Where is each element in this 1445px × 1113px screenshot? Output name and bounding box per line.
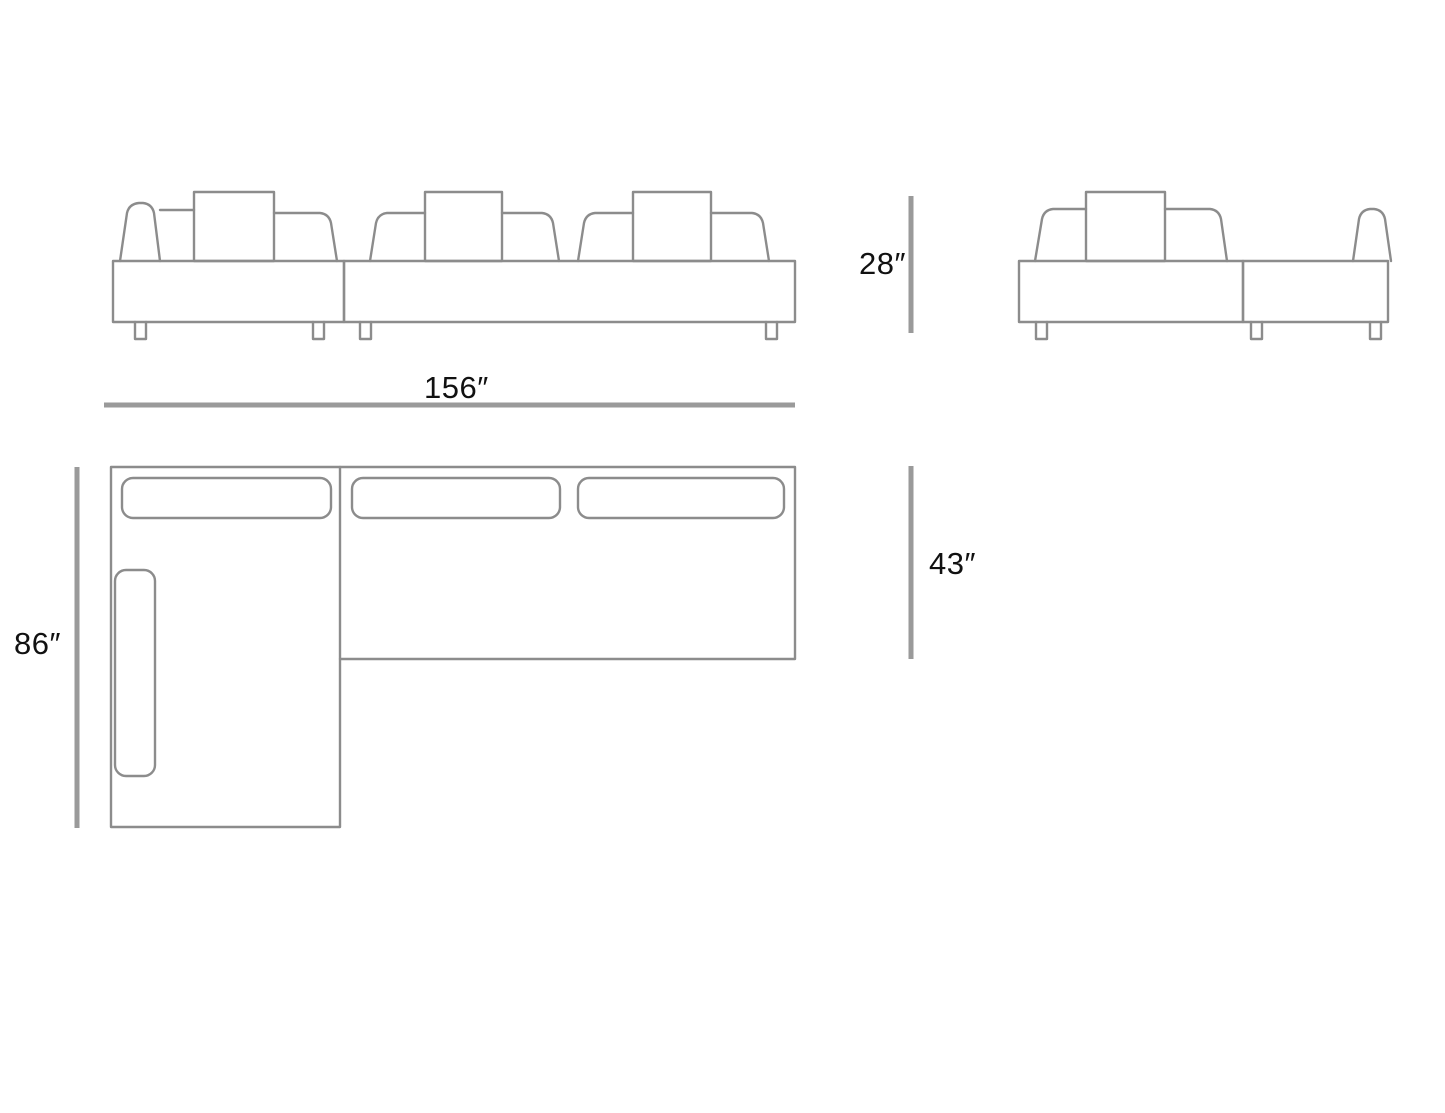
plan-back-cushion-3 — [576, 476, 786, 520]
front-back-band-6 — [709, 211, 771, 263]
side-elevation-view — [1017, 190, 1393, 341]
side-back-cushion — [1084, 190, 1167, 263]
side-back-band — [1163, 207, 1229, 263]
overall-height-label: 28″ — [859, 246, 906, 281]
front-leg-1 — [133, 320, 148, 341]
plan-back-cushion-1 — [120, 476, 333, 520]
side-leg-2 — [1249, 320, 1264, 341]
front-leg-3 — [358, 320, 373, 341]
front-leg-4 — [764, 320, 779, 341]
plan-back-cushion-2 — [350, 476, 562, 520]
overall-depth-label: 86″ — [14, 626, 61, 661]
plan-arm-cushion — [113, 568, 157, 778]
dimension-lines — [74, 196, 914, 828]
front-back-band-2 — [272, 211, 339, 263]
front-back-band-4 — [500, 211, 561, 263]
front-left-arm — [118, 201, 162, 263]
front-back-cushion-3 — [631, 190, 713, 263]
side-right-arm — [1351, 207, 1393, 263]
front-leg-2 — [311, 320, 326, 341]
side-near-base — [1017, 259, 1245, 324]
front-back-band-5 — [576, 211, 635, 263]
front-back-cushion-2 — [423, 190, 504, 263]
front-back-band-3 — [368, 211, 427, 263]
plan-view — [109, 465, 797, 829]
side-left-arm — [1033, 207, 1088, 263]
overall-width-label: 156″ — [424, 370, 489, 405]
side-leg-1 — [1034, 320, 1049, 341]
sofa-depth-label: 43″ — [929, 546, 976, 581]
front-chaise-base — [111, 259, 346, 324]
front-elevation-view — [111, 190, 797, 341]
front-back-cushion-1 — [192, 190, 276, 263]
front-sofa-base — [342, 259, 797, 324]
plan-outline — [109, 465, 797, 829]
side-far-base — [1241, 259, 1390, 324]
side-leg-3 — [1368, 320, 1383, 341]
